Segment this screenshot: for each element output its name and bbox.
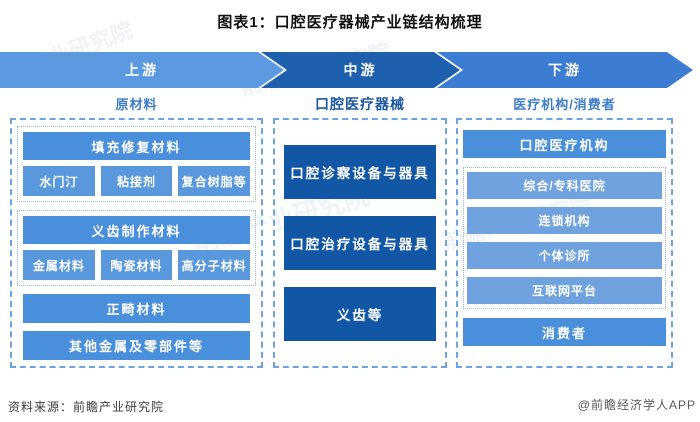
- column-header-dental-devices: 口腔医疗器械: [315, 95, 405, 112]
- item-box: 粘接剂: [100, 166, 173, 196]
- stage-arrow-midstream: 中游: [261, 52, 460, 88]
- item-box: 陶瓷材料: [100, 250, 173, 280]
- treatment-equipment-box: 口腔治疗设备与器具: [284, 216, 436, 270]
- dental-institutions-box: 口腔医疗机构: [463, 130, 666, 158]
- institution-types-group: 综合/专科医院 连锁机构 个体诊所 互联网平台: [463, 167, 666, 309]
- item-box: 复合树脂等: [178, 166, 251, 196]
- group-items-row: 水门汀 粘接剂 复合树脂等: [23, 166, 251, 196]
- figure-title: 图表1：口腔医疗器械产业链结构梳理: [217, 14, 483, 31]
- group-title-box: 填充修复材料: [23, 132, 250, 160]
- item-box: 互联网平台: [467, 277, 662, 304]
- stage-arrow-downstream: 下游: [437, 52, 693, 88]
- diagnostic-equipment-box: 口腔诊察设备与器具: [284, 145, 436, 199]
- stage-label-midstream: 中游: [343, 62, 378, 78]
- stage-label-downstream: 下游: [548, 62, 582, 78]
- filling-materials-group: 填充修复材料 水门汀 粘接剂 复合树脂等: [17, 126, 256, 202]
- column-header-institutions-consumers: 医疗机构/消费者: [513, 97, 616, 112]
- consumers-box: 消费者: [463, 318, 666, 346]
- group-title-box: 义齿制作材料: [23, 216, 250, 244]
- data-source-text: 资料来源：前瞻产业研究院: [8, 400, 165, 414]
- denture-materials-group: 义齿制作材料 金属材料 陶瓷材料 高分子材料: [17, 210, 256, 286]
- item-box: 综合/专科医院: [467, 172, 662, 199]
- item-box: 个体诊所: [467, 242, 662, 269]
- dentures-box: 义齿等: [284, 287, 436, 341]
- downstream-panel: 口腔医疗机构 综合/专科医院 连锁机构 个体诊所 互联网平台 消费者: [456, 118, 673, 368]
- other-metals-parts-box: 其他金属及零部件等: [23, 331, 250, 360]
- group-items-row: 金属材料 陶瓷材料 高分子材料: [23, 250, 251, 280]
- stage-label-upstream: 上游: [125, 62, 159, 78]
- upstream-panel: 填充修复材料 水门汀 粘接剂 复合树脂等 义齿制作材料 金属材料 陶瓷材料 高分…: [10, 118, 263, 368]
- item-box: 金属材料: [23, 250, 95, 280]
- item-box: 高分子材料: [178, 250, 251, 280]
- orthodontic-materials-box: 正畸材料: [23, 294, 250, 323]
- item-box: 连锁机构: [467, 207, 662, 234]
- column-header-raw-materials: 原材料: [115, 97, 158, 112]
- credit-text: @前瞻经济学人APP: [577, 398, 696, 412]
- item-box: 水门汀: [23, 166, 95, 196]
- midstream-panel: 口腔诊察设备与器具 口腔治疗设备与器具 义齿等: [273, 118, 447, 368]
- stage-arrow-upstream: 上游: [0, 52, 284, 88]
